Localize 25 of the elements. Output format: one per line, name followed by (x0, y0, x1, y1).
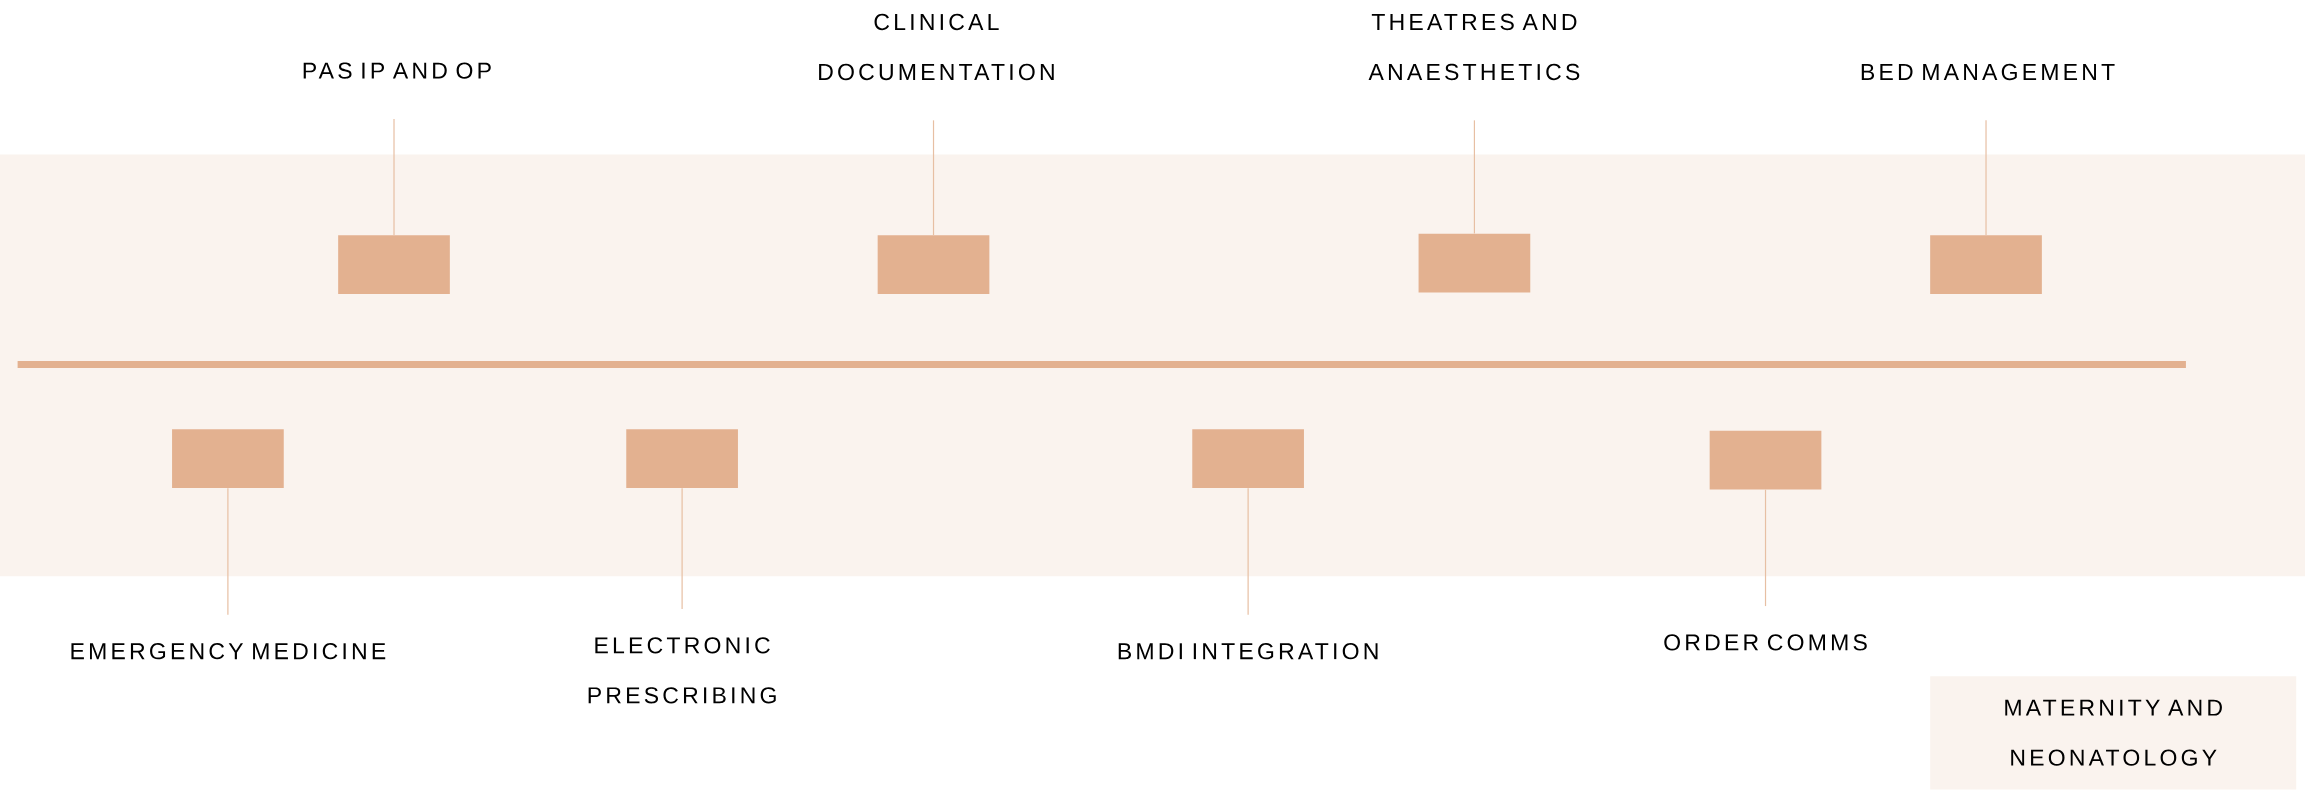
milestone-box (1192, 429, 1304, 488)
milestone-box (338, 235, 450, 294)
milestone-box (877, 235, 990, 294)
leader-line (932, 119, 935, 236)
milestone-box (1709, 430, 1822, 490)
timeline-label: EMERGENCY MEDICINE (71, 643, 386, 660)
timeline-label: ORDER COMMS (1664, 634, 1867, 651)
leader-line (227, 487, 229, 616)
leader-line (681, 487, 683, 610)
leader-line (393, 118, 395, 236)
milestone-box (1930, 235, 2042, 294)
timeline-label: CLINICAL DOCUMENTATION (819, 13, 1054, 81)
leader-line (1473, 119, 1475, 235)
timeline-label: ELECTRONIC PRESCRIBING (588, 637, 776, 704)
milestone-box (1418, 233, 1531, 293)
leader-line (1985, 119, 1987, 236)
label-box: MATERNITY AND NEONATOLOGY (1930, 676, 2297, 790)
leader-line (1764, 489, 1767, 607)
milestone-box (172, 429, 284, 488)
timeline-label: PAS IP AND OP (303, 62, 491, 79)
timeline-label: BMDI INTEGRATION (1118, 643, 1378, 660)
timeline-label: BED MANAGEMENT (1861, 63, 2115, 81)
timeline-label: THEATRES AND ANAESTHETICS (1368, 13, 1580, 81)
milestone-box (626, 429, 738, 488)
leader-line (1247, 487, 1249, 616)
